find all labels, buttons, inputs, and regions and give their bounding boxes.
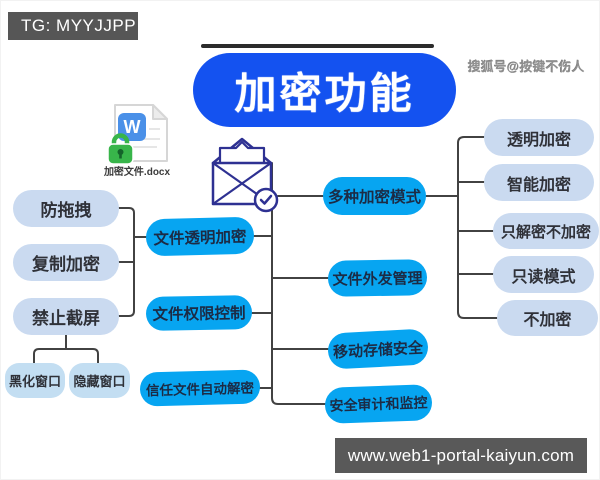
check-icon — [253, 187, 279, 213]
node-trusted-file-auto-decrypt: 信任文件自动解密 — [139, 369, 261, 407]
node-no-encrypt: 不加密 — [497, 300, 598, 336]
node-smart-encrypt: 智能加密 — [484, 164, 594, 201]
node-file-outgoing-mgmt: 文件外发管理 — [327, 259, 428, 297]
node-no-screenshot: 禁止截屏 — [13, 298, 119, 335]
node-transparent-encrypt: 透明加密 — [484, 119, 594, 156]
node-blackout-window: 黑化窗口 — [5, 363, 65, 398]
title-underline-rule — [201, 44, 434, 48]
lock-icon — [107, 133, 134, 165]
word-badge-icon: W — [118, 113, 146, 141]
node-security-audit-monitor: 安全审计和监控 — [324, 384, 433, 424]
sohu-watermark: 搜狐号@按键不伤人 — [468, 60, 585, 74]
site-url-watermark: www.web1-portal-kaiyun.com — [335, 438, 587, 473]
envelope-icon — [211, 137, 279, 213]
node-multi-encrypt-modes: 多种加密模式 — [323, 177, 426, 215]
node-anti-drag: 防拖拽 — [13, 190, 119, 227]
node-copy-encrypt: 复制加密 — [13, 244, 119, 281]
node-removable-storage-security: 移动存储安全 — [327, 328, 429, 370]
word-doc-icon: W — [107, 104, 168, 165]
node-hide-window: 隐藏窗口 — [69, 363, 130, 398]
node-file-transparent-encrypt: 文件透明加密 — [145, 216, 255, 257]
node-readonly-mode: 只读模式 — [493, 256, 594, 293]
page-title: 加密功能 — [193, 53, 456, 127]
doc-filename-label: 加密文件.docx — [103, 167, 171, 178]
svg-text:W: W — [124, 117, 141, 137]
node-file-permission-control: 文件权限控制 — [145, 295, 253, 331]
tg-watermark-badge: TG: MYYJJPP — [8, 12, 138, 40]
node-decrypt-only: 只解密不加密 — [493, 213, 599, 249]
